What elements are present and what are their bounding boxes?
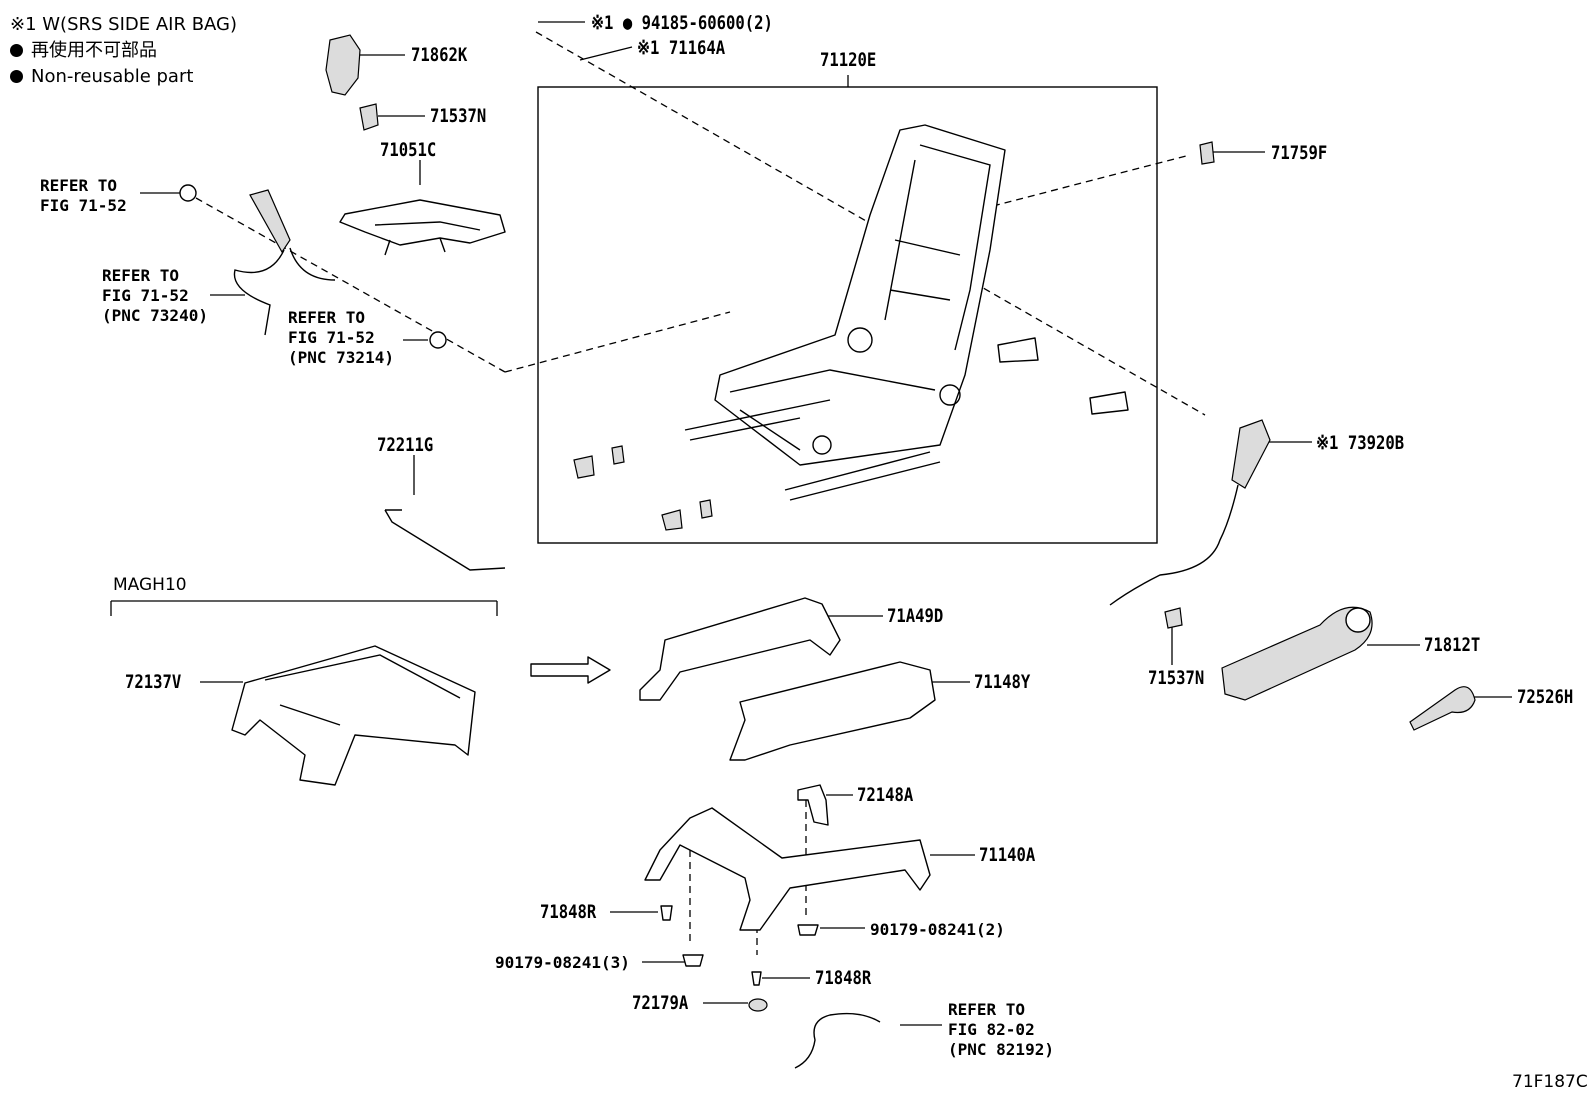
part-71051C: [339, 199, 506, 256]
part-72179A: [748, 998, 768, 1012]
label-magh10: MAGH10: [113, 575, 187, 595]
bullet-dot-icon: [10, 44, 23, 57]
part-71A49D: [639, 597, 841, 701]
leader-lines: [140, 21, 1512, 1026]
label-71140A[interactable]: 71140A: [979, 844, 1036, 866]
label-71812T[interactable]: 71812T: [1424, 634, 1481, 656]
label-71051C[interactable]: 71051C: [380, 139, 437, 161]
part-71759F: [1199, 141, 1215, 165]
figure-code: 71F187C: [1512, 1072, 1588, 1092]
label-71537N-bottom[interactable]: 71537N: [1148, 667, 1205, 689]
label-71164A[interactable]: ※1 71164A: [637, 37, 726, 59]
label-71A49D[interactable]: 71A49D: [887, 605, 944, 627]
part-71848R-bottom: [751, 971, 762, 986]
label-73920B[interactable]: ※1 73920B: [1316, 432, 1405, 454]
legend: ※1 W(SRS SIDE AIR BAG) 再使用不可部品 Non-reusa…: [10, 12, 237, 90]
part-90179-left: [682, 954, 704, 967]
part-71537N-top: [359, 103, 379, 131]
legend-nonreusable-en: Non-reusable part: [10, 64, 237, 90]
legend-airbag-note: ※1 W(SRS SIDE AIR BAG): [10, 14, 238, 35]
reference-fig-71-52-pnc-73240[interactable]: REFER TO FIG 71-52 (PNC 73240): [102, 266, 208, 325]
reference-fig-71-52-pnc-73214[interactable]: REFER TO FIG 71-52 (PNC 73214): [288, 308, 394, 367]
label-72137V[interactable]: 72137V: [125, 671, 182, 693]
part-71848R-left: [660, 905, 673, 921]
magh10-bracket: [110, 600, 498, 616]
part-wire-harness: [794, 1012, 881, 1069]
label-72148A[interactable]: 72148A: [857, 784, 914, 806]
bullet-dot-icon: [10, 70, 23, 83]
part-71812T-cover: [1221, 606, 1373, 701]
reference-fig-82-02-pnc-82192[interactable]: REFER TO FIG 82-02 (PNC 82192): [948, 1000, 1054, 1059]
right-arrow-icon: [530, 656, 611, 684]
label-90179-08241-right[interactable]: 90179-08241(2): [870, 920, 1005, 939]
part-71140A-frame: [644, 807, 931, 931]
reference-fig-71-52-a[interactable]: REFER TO FIG 71-52: [40, 176, 127, 215]
label-71848R-left[interactable]: 71848R: [540, 901, 597, 923]
label-90179-08241-left[interactable]: 90179-08241(3): [495, 953, 630, 972]
legend-nonreusable-jp: 再使用不可部品: [10, 38, 237, 64]
part-72148A: [797, 784, 829, 826]
part-71148Y: [729, 661, 936, 761]
part-90179-right: [797, 924, 819, 936]
label-94185-60600[interactable]: ※1 ● 94185-60600(2): [591, 12, 773, 34]
label-71148Y[interactable]: 71148Y: [974, 671, 1031, 693]
part-71120E-seat-frame: [684, 124, 1006, 501]
fasteners: [660, 905, 819, 1012]
part-71862K: [325, 34, 361, 96]
label-71862K[interactable]: 71862K: [411, 44, 468, 66]
part-seatbelt-buckle: [179, 184, 447, 349]
part-71537N-bottom: [1164, 607, 1183, 629]
part-72526H-knob: [1409, 686, 1476, 731]
small-brackets: [573, 337, 1129, 531]
part-73920B-airbag: [1109, 419, 1271, 606]
label-71848R-bottom[interactable]: 71848R: [815, 967, 872, 989]
label-71759F[interactable]: 71759F: [1271, 142, 1328, 164]
label-72179A[interactable]: 72179A: [632, 992, 689, 1014]
label-71537N-top[interactable]: 71537N: [430, 105, 487, 127]
label-71120E[interactable]: 71120E: [820, 49, 877, 71]
label-72526H[interactable]: 72526H: [1517, 686, 1574, 708]
part-72211G-rod: [384, 509, 506, 571]
label-72211G[interactable]: 72211G: [377, 434, 434, 456]
part-72137V-frame: [231, 645, 476, 786]
